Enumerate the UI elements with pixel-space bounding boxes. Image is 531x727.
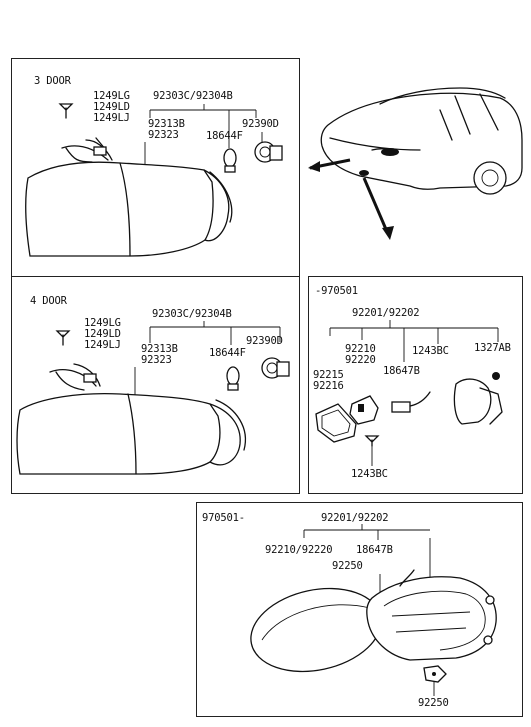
3door-title: 3 DOOR [34, 75, 71, 87]
fog-early-screw-icon [364, 435, 380, 447]
3door-lamp-shape [25, 137, 233, 257]
fog-late-housing [366, 569, 497, 661]
fog-early-part-a-2: 92220 [345, 354, 376, 366]
fog-late-lens [250, 587, 382, 673]
4door-socket-icon [261, 357, 290, 379]
3door-bolt-code-1: 1249LG [93, 90, 130, 102]
fog-early-housing [315, 403, 357, 443]
3door-part-left-1: 92313B [148, 118, 185, 130]
fog-early-bulb-icon [391, 391, 431, 413]
3door-socket-label: 92390D [242, 118, 279, 130]
3door-bolt-code-3: 1249LJ [93, 112, 130, 124]
fog-late-bracket-label: 92250 [332, 560, 363, 572]
fog-late-bracket-icon [423, 665, 447, 683]
3door-part-left-2: 92323 [148, 129, 179, 141]
fog-late-bulb-label: 18647B [356, 544, 393, 556]
3door-bulb-icon [223, 148, 237, 173]
4door-bolt-code-2: 1249LD [84, 328, 121, 340]
4door-bulb-icon [226, 366, 240, 391]
car-illustration [308, 87, 523, 240]
3door-part-assy: 92303C/92304B [153, 90, 233, 102]
3door-socket-icon [254, 141, 283, 163]
fog-early-part-b-2: 92216 [313, 380, 344, 392]
4door-title: 4 DOOR [30, 295, 67, 307]
fog-late-bracket-bottom-label: 92250 [418, 697, 449, 709]
3door-bolt-code-2: 1249LD [93, 101, 130, 113]
4door-part-left-2: 92323 [141, 354, 172, 366]
fog-early-lamp-body [453, 372, 503, 425]
4door-part-assy: 92303C/92304B [152, 308, 232, 320]
3door-bolt-icon [58, 103, 74, 119]
4door-bolt-icon [55, 330, 71, 346]
panel-fog-lamp-early [308, 276, 523, 494]
fog-early-part-b-1: 92215 [313, 369, 344, 381]
4door-lamp-shape [16, 363, 246, 475]
fog-early-screw-top-label: 1243BC [412, 345, 449, 357]
fog-late-part-assy: 92201/92202 [321, 512, 389, 524]
fog-early-lens [349, 395, 379, 425]
fog-early-nut-label: 1327AB [474, 342, 511, 354]
3door-bulb-label: 18644F [206, 130, 243, 142]
fog-late-part-lens: 92210/92220 [265, 544, 333, 556]
fog-early-part-assy: 92201/92202 [352, 307, 420, 319]
4door-part-left-1: 92313B [141, 343, 178, 355]
fog-early-leaders [329, 320, 499, 466]
4door-bolt-code-1: 1249LG [84, 317, 121, 329]
3door-leaders [144, 104, 263, 178]
4door-bulb-label: 18644F [209, 347, 246, 359]
panel-fog-lamp-late [196, 502, 523, 717]
panel-4-door [11, 276, 300, 494]
4door-bolt-code-3: 1249LJ [84, 339, 121, 351]
fog-early-bulb-label: 18647B [383, 365, 420, 377]
fog-early-part-a-1: 92210 [345, 343, 376, 355]
fog-early-date-range: -970501 [315, 285, 358, 297]
fog-early-screw-bottom-label: 1243BC [351, 468, 388, 480]
4door-socket-label: 92390D [246, 335, 283, 347]
fog-late-date-range: 970501- [202, 512, 245, 524]
